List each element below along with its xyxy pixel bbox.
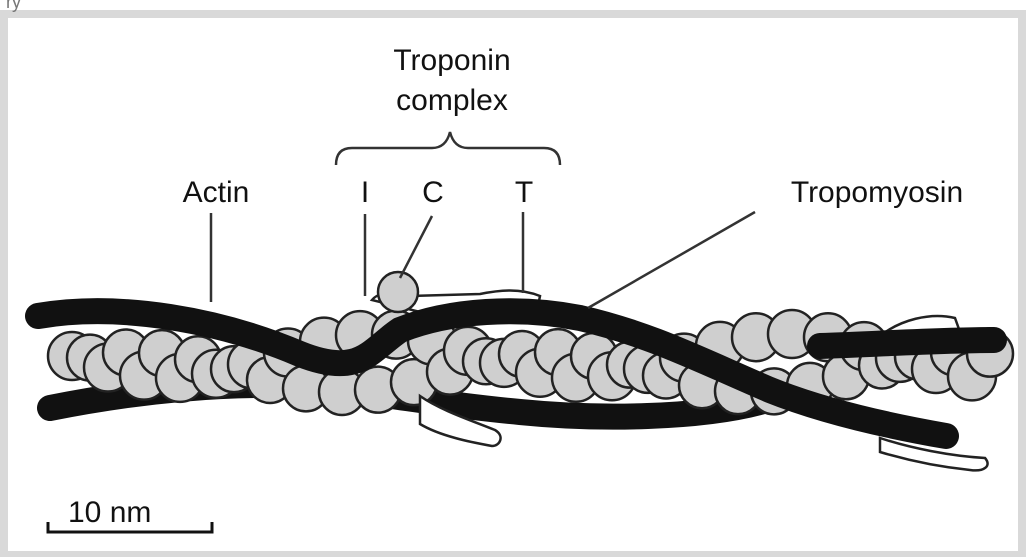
tropomyosin-label: Tropomyosin [791, 176, 963, 209]
header-fragment: ry [6, 0, 21, 12]
tropomyosin-leader-line [588, 212, 755, 308]
troponin-label-line1: Troponin [393, 44, 510, 77]
tropomyosin-strand-right [820, 340, 994, 346]
actin-label: Actin [183, 176, 250, 209]
troponin-t-label: T [515, 176, 533, 209]
troponin-c-bead [378, 272, 418, 312]
scale-bar-label: 10 nm [68, 496, 151, 529]
troponin-i-label: I [361, 176, 369, 209]
troponin-complex-bracket [336, 132, 560, 165]
troponin-label-line2: complex [396, 84, 508, 117]
troponin-c-leader-line [400, 216, 432, 278]
figure-frame [4, 14, 1022, 555]
troponin-c-label: C [422, 176, 444, 209]
